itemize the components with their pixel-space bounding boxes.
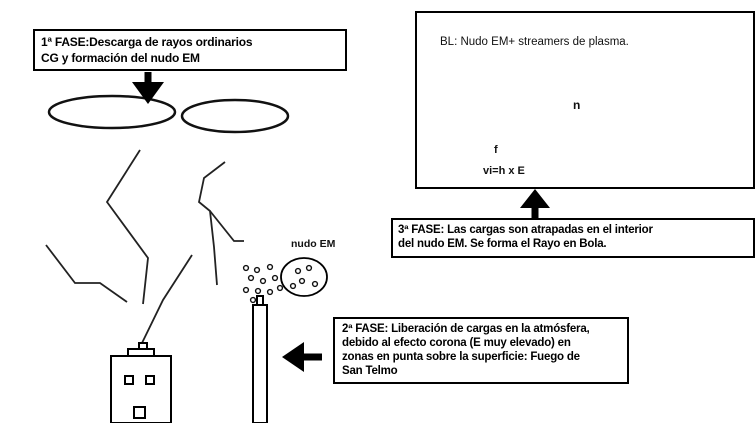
phase1-box: 1ª FASE:Descarga de rayos ordinarios CG … <box>33 29 347 71</box>
lightning-bolt-4 <box>141 254 193 344</box>
bl-box <box>415 11 755 189</box>
lightning-bolt-3 <box>198 161 226 286</box>
phase3-line2: del nudo EM. Se forma el Rayo en Bola. <box>398 238 607 250</box>
arrow-phase2-icon <box>282 342 322 372</box>
bl-formula: vi=h x E <box>483 165 525 177</box>
phase2-box: 2ª FASE: Liberación de cargas en la atmó… <box>333 317 629 384</box>
phase2-line3: zonas en punta sobre la superficie: Fueg… <box>342 351 580 363</box>
building-icon <box>110 342 172 423</box>
bl-title: BL: Nudo EM+ streamers de plasma. <box>440 36 629 48</box>
corona-charges <box>242 263 284 304</box>
bl-n-label: n <box>573 98 581 112</box>
phase1-line2: CG y formación del nudo EM <box>41 51 200 65</box>
arrow-phase3-icon <box>520 189 550 218</box>
nudo-em-icon <box>280 257 328 297</box>
lightning-bolt-2 <box>45 244 128 303</box>
lightning-bolt-3-branch <box>209 210 244 242</box>
lightning-bolt-1 <box>105 149 149 305</box>
tower-icon <box>252 295 268 423</box>
phase3-line1: 3ª FASE: Las cargas son atrapadas en el … <box>398 224 653 236</box>
phase2-line2: debido al efecto corona (E muy elevado) … <box>342 337 571 349</box>
nudo-em-label: nudo EM <box>291 238 336 250</box>
bl-vector-mark: f <box>494 144 498 156</box>
phase2-line4: San Telmo <box>342 365 398 377</box>
cloud-right <box>180 98 290 134</box>
cloud-left <box>47 94 177 130</box>
arrow-phase1-icon <box>132 72 164 104</box>
phase2-line1: 2ª FASE: Liberación de cargas en la atmó… <box>342 323 590 335</box>
phase3-box: 3ª FASE: Las cargas son atrapadas en el … <box>391 218 755 258</box>
phase1-line1: 1ª FASE:Descarga de rayos ordinarios <box>41 35 253 49</box>
